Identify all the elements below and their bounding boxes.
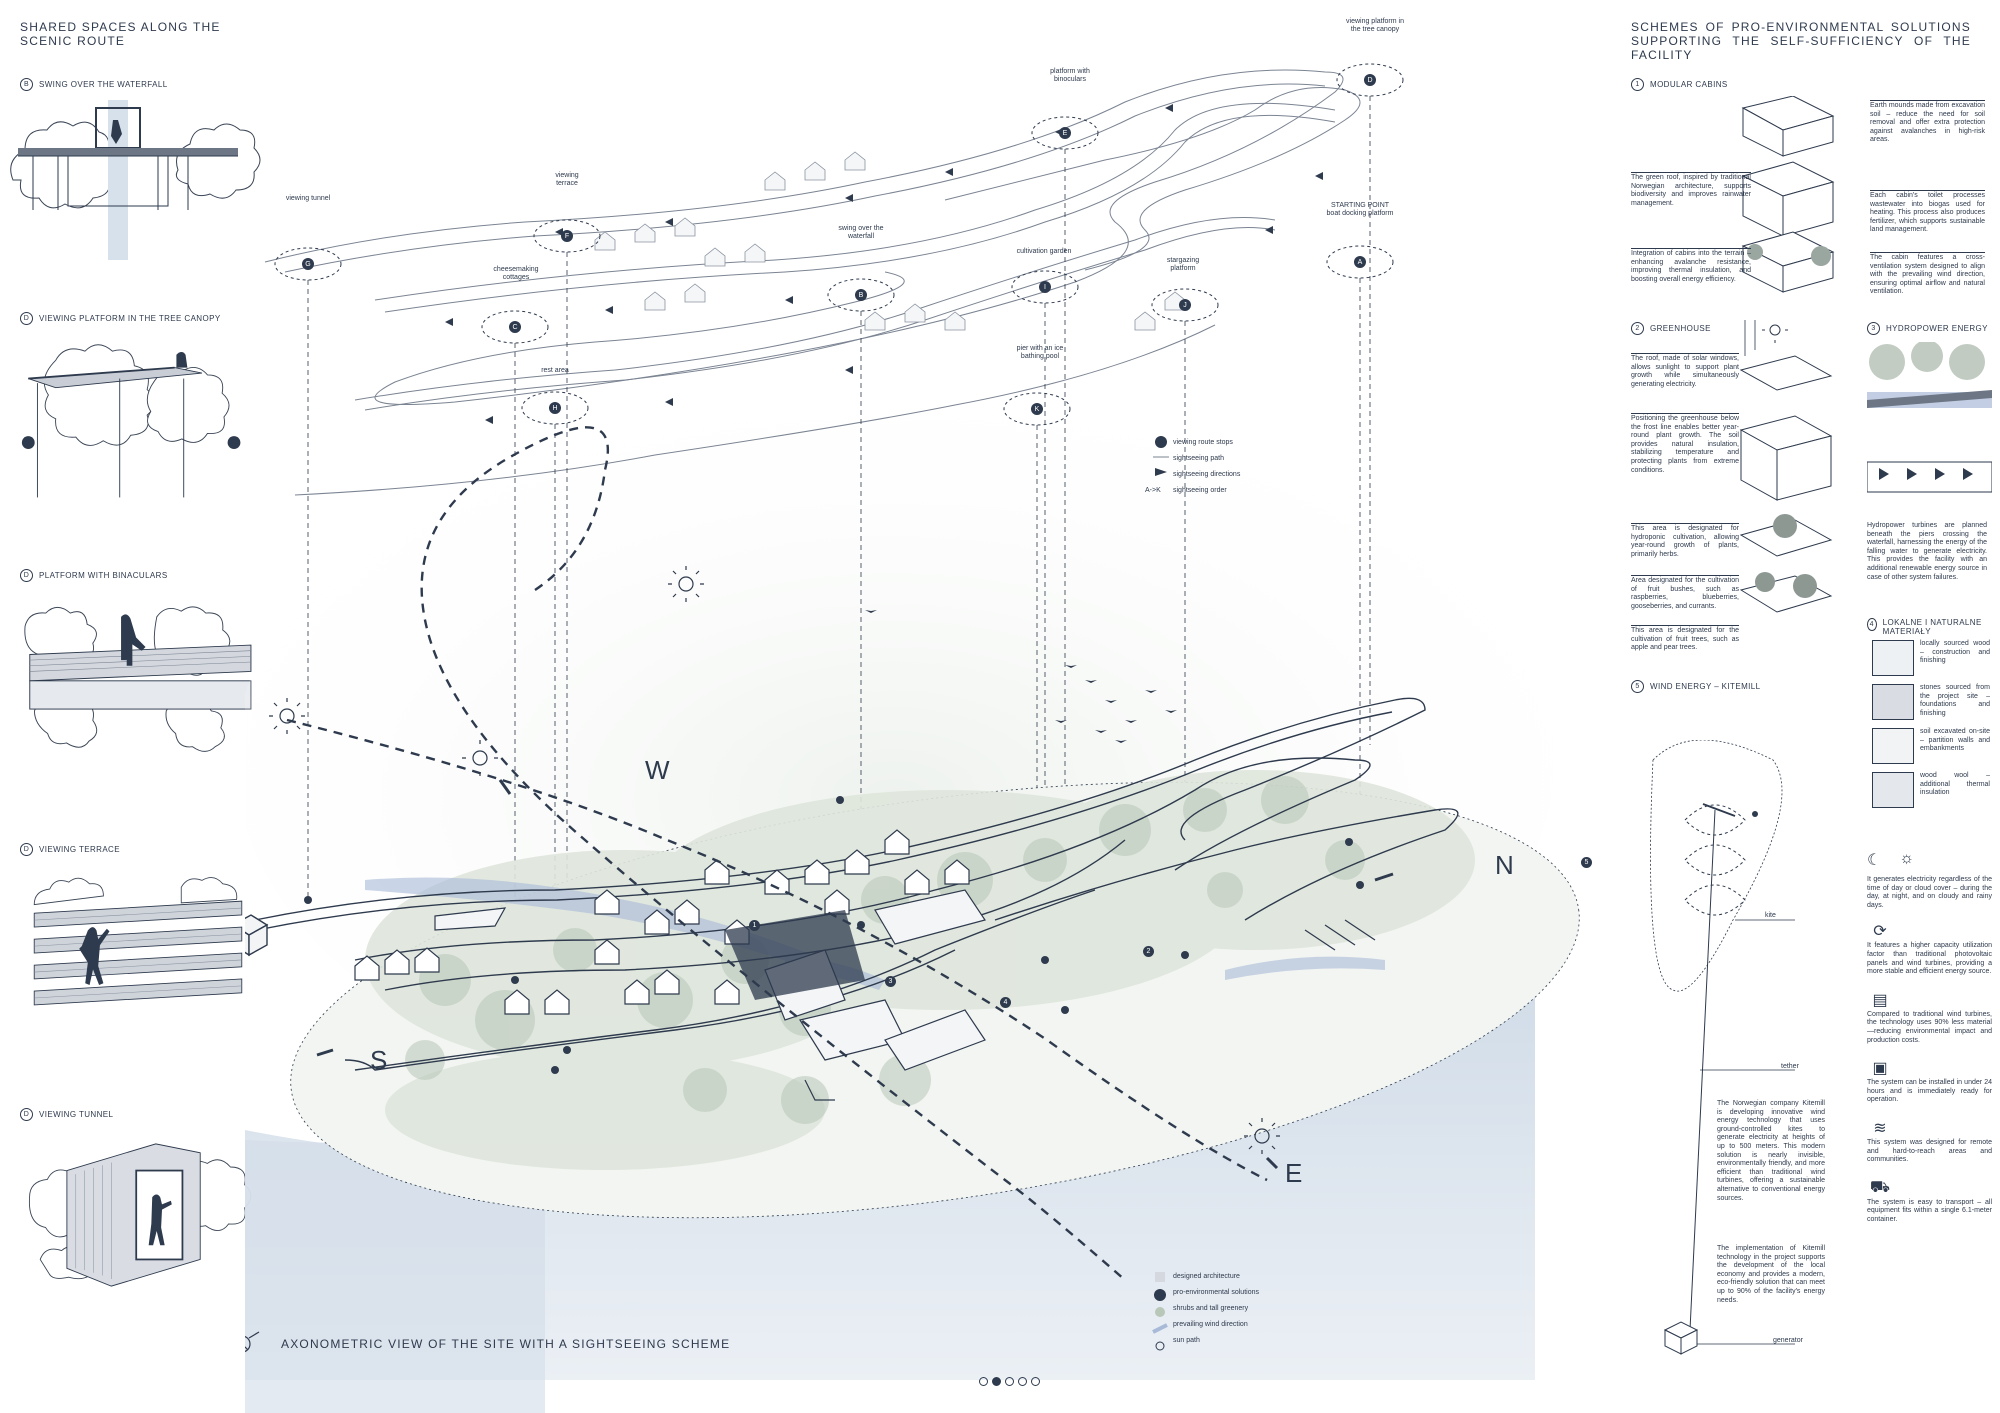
- section-hydropower: 3 HYDROPOWER ENERGY: [1867, 322, 1988, 335]
- route-stop-c: C: [509, 321, 521, 333]
- label-viewing-terrace: viewing terrace: [555, 172, 579, 187]
- legend-route-stops: viewing route stops: [1173, 438, 1233, 446]
- label-starting-point: STARTING POINT boat docking platform: [1326, 202, 1394, 217]
- materials-list: locally sourced wood – construction and …: [1872, 640, 1990, 808]
- section-label-binoculars: D PLATFORM WITH BINACULARS: [20, 569, 168, 582]
- route-stop-i: I: [1039, 281, 1051, 293]
- section-label-terrace: D VIEWING TERRACE: [20, 843, 120, 856]
- route-stop-g: G: [302, 258, 314, 270]
- left-column: SHARED SPACES ALONG THE SCENIC ROUTE B S…: [0, 0, 275, 1413]
- axonometric-area: viewing platform in the tree canopy plat…: [245, 0, 1615, 1413]
- swing-vignette: [10, 100, 261, 260]
- material-icon: ▤: [1872, 991, 1888, 1009]
- label-stargazing: stargazing platform: [1166, 257, 1200, 272]
- solution-marker-1: 1: [749, 920, 760, 931]
- greenhouse-diagram: [1739, 320, 1833, 613]
- material-wood: locally sourced wood – construction and …: [1872, 640, 1990, 676]
- truck-icon: ⛟: [1869, 1178, 1891, 1196]
- section-label-canopy: D VIEWING PLATFORM IN THE TREE CANOPY: [20, 312, 221, 325]
- solution-marker-2: 2: [1143, 946, 1154, 957]
- map-legend: designed architecture pro-environmental …: [1173, 1272, 1259, 1344]
- label-rest-area: rest area: [541, 367, 569, 374]
- label-viewing-tunnel: viewing tunnel: [285, 195, 331, 202]
- pagination-dots: [979, 1377, 1040, 1386]
- route-stop-h: H: [549, 402, 561, 414]
- terrace-vignette: [33, 877, 243, 1006]
- page-dot-4[interactable]: [1018, 1377, 1027, 1386]
- kitemill-diagram: [1650, 740, 1795, 1355]
- axonometric-caption: AXONOMETRIC VIEW OF THE SITE WITH A SIGH…: [281, 1337, 731, 1351]
- route-stop-k: K: [1031, 403, 1043, 415]
- compass-north: N: [1495, 850, 1514, 880]
- shovel-icon: [1872, 728, 1914, 764]
- section-greenhouse: 2 GREENHOUSE: [1631, 322, 1711, 335]
- label-cheesemaking: cheesemaking cottages: [493, 266, 539, 281]
- section-wind-energy: 5 WIND ENERGY – KITEMILL: [1631, 680, 1760, 693]
- material-soil: soil excavated on-site – partition walls…: [1872, 728, 1990, 764]
- tunnel-vignette: [28, 1143, 252, 1287]
- right-column: SCHEMES OF PRO-ENVIRONMENTAL SOLUTIONS S…: [1615, 0, 2000, 1413]
- solution-marker-3: 3: [885, 976, 896, 987]
- label-swing: swing over the waterfall: [838, 225, 884, 240]
- page-dot-5[interactable]: [1031, 1377, 1040, 1386]
- wood-wool-icon: [1872, 772, 1914, 808]
- legend-path: sightseeing path: [1173, 454, 1224, 462]
- route-stop-d: D: [1364, 74, 1376, 86]
- material-stone: stones sourced from the project site – f…: [1872, 684, 1990, 720]
- kitemill-benefits: ☾ ☼ It generates electricity regardless …: [1867, 850, 1992, 1223]
- section-materials: 4 LOKALNE I NATURALNE MATERIAŁY: [1867, 618, 1987, 636]
- route-legend: viewing route stops sightseeing path sig…: [1145, 434, 1295, 498]
- binoculars-vignette: [24, 606, 252, 752]
- left-title: SHARED SPACES ALONG THE SCENIC ROUTE: [20, 20, 221, 48]
- right-title: SCHEMES OF PRO-ENVIRONMENTAL SOLUTIONS S…: [1631, 20, 1971, 62]
- hydropower-diagram: [1867, 342, 1992, 493]
- route-stop-e: E: [1059, 127, 1071, 139]
- modular-cabin-diagram: [1741, 96, 1835, 293]
- route-stop-a: A: [1354, 256, 1366, 268]
- label-binocular-platform: platform with binoculars: [1050, 68, 1090, 83]
- moon-icon: ☾: [1867, 852, 1882, 869]
- route-stop-f: F: [561, 230, 573, 242]
- stone-icon: [1872, 684, 1914, 720]
- label-ice-pier: pier with an ice bathing pool: [1016, 345, 1064, 360]
- legend-directions: sightseeing directions: [1173, 470, 1241, 478]
- page-dot-3[interactable]: [1005, 1377, 1014, 1386]
- tether-label: tether: [1781, 1063, 1799, 1070]
- label-canopy-platform: viewing platform in the tree canopy: [1346, 18, 1404, 33]
- terrain-icon: ≋: [1873, 1119, 1887, 1137]
- solution-marker-4: 4: [1000, 997, 1011, 1008]
- box-icon: ▣: [1872, 1060, 1888, 1078]
- cycle-icon: ⟳: [1873, 923, 1887, 941]
- page-dot-1[interactable]: [979, 1377, 988, 1386]
- compass-east: E: [1285, 1158, 1303, 1188]
- generator-label: generator: [1773, 1337, 1803, 1344]
- material-wood-wool: wood wool – additional thermal insulatio…: [1872, 772, 1990, 808]
- label-cultivation-garden: cultivation garden: [1016, 248, 1072, 255]
- route-stop-j: J: [1179, 299, 1191, 311]
- legend-order: A->K sightseeing order: [1145, 486, 1227, 494]
- section-badge: B: [20, 78, 33, 91]
- section-modular-cabins: 1 MODULAR CABINS: [1631, 78, 1728, 91]
- canopy-vignette: [21, 344, 241, 498]
- compass-west: W: [645, 755, 670, 785]
- route-stop-b: B: [855, 289, 867, 301]
- section-label-tunnel: D VIEWING TUNNEL: [20, 1108, 113, 1121]
- section-label-swing: B SWING OVER THE WATERFALL: [20, 78, 168, 91]
- axonometric-drawing: [245, 63, 1580, 1413]
- page-dot-2[interactable]: [992, 1377, 1001, 1386]
- kite-label: kite: [1765, 912, 1776, 919]
- sun-icon: ☼: [1899, 850, 1915, 867]
- compass-south: S: [370, 1045, 388, 1075]
- solution-marker-5: 5: [1581, 857, 1592, 868]
- wood-icon: [1872, 640, 1914, 676]
